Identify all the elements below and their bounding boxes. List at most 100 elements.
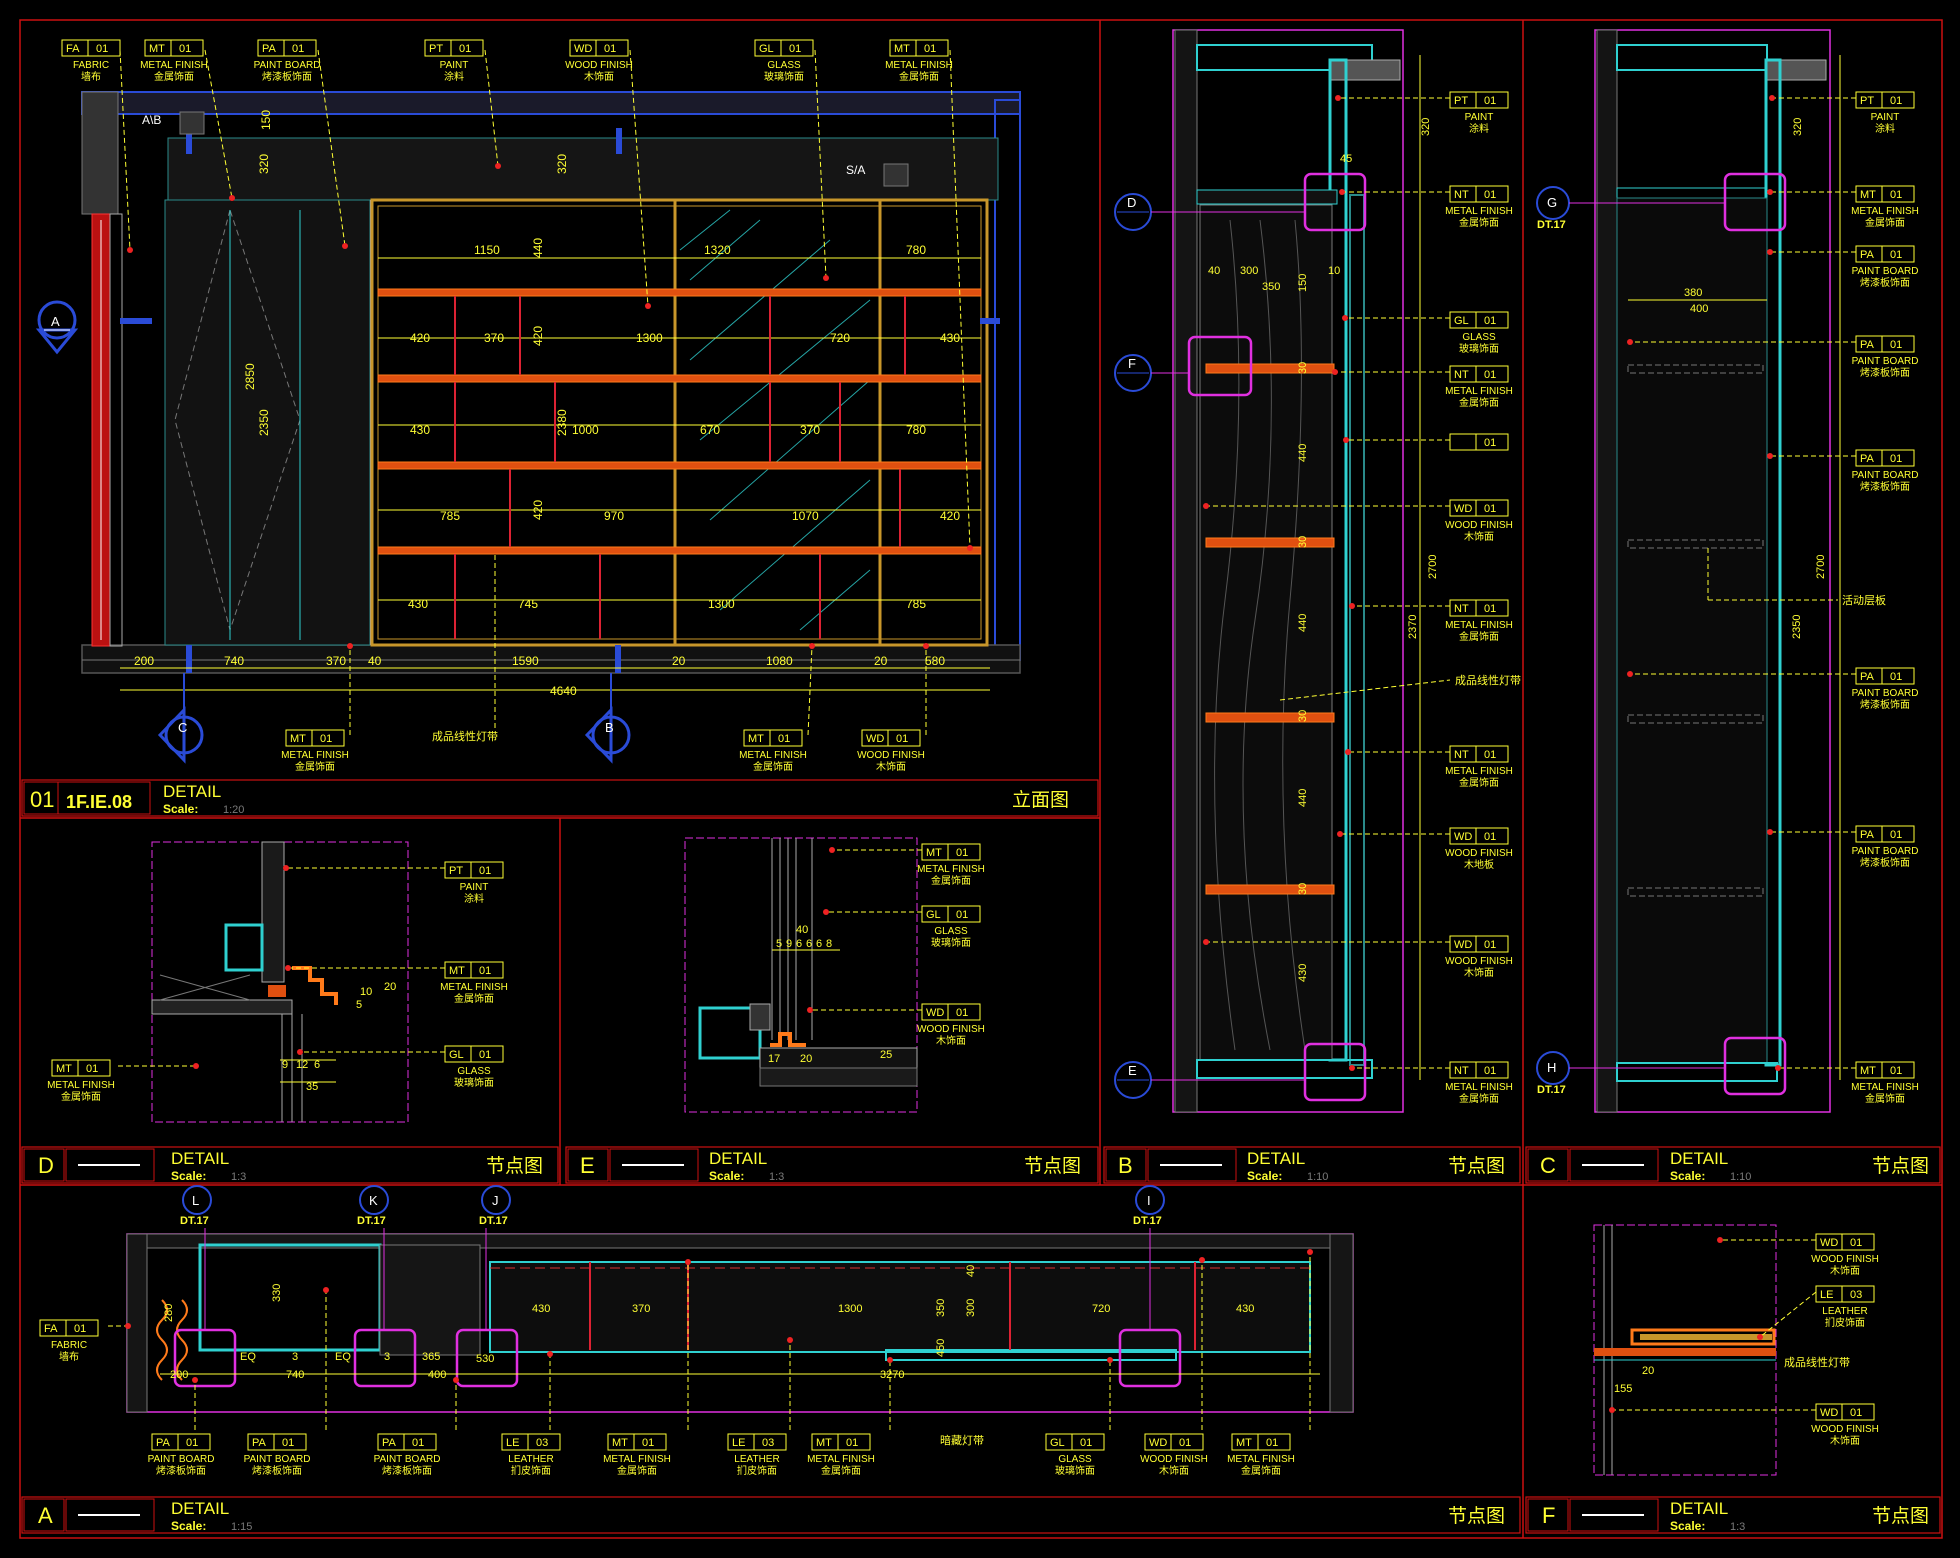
- elev-v-420b: 420: [531, 500, 545, 520]
- title-B-name: 节点图: [1448, 1155, 1505, 1177]
- title-F-name: 节点图: [1872, 1505, 1929, 1527]
- tag-anchor-dot: [1609, 1407, 1615, 1413]
- tag-material-name: PAINT BOARD: [254, 60, 321, 71]
- detail-marker-E[interactable]: E: [1114, 1061, 1305, 1099]
- b-dim-350: 350: [1262, 281, 1280, 293]
- tag-number: 03: [1850, 1289, 1862, 1301]
- tag-material-cn: 烤漆板饰面: [252, 1464, 302, 1477]
- d-dim-12: 12: [296, 1059, 308, 1071]
- elev-w-430a: 430: [940, 331, 960, 345]
- detail-E-drawing: 40 5 9 6 6 6 8 17 20 25: [684, 837, 918, 1113]
- detail-marker-F[interactable]: F: [1114, 354, 1189, 392]
- tag-code: WD: [1820, 1237, 1838, 1249]
- a-dim-eq2: EQ: [335, 1351, 351, 1363]
- tag-code: PT: [1454, 95, 1468, 107]
- title-A-name: 节点图: [1448, 1505, 1505, 1527]
- detail-marker-G[interactable]: G DT.17: [1536, 186, 1725, 231]
- tag-box: [811, 1433, 871, 1451]
- elev-dim-1590: 1590: [512, 654, 539, 668]
- tag-material-name: FABRIC: [51, 1340, 87, 1351]
- tag-code: MT: [449, 965, 465, 977]
- tag-material-cn: 金属饰面: [1241, 1464, 1281, 1477]
- e-dim-20: 20: [800, 1053, 812, 1065]
- detail-marker-L-ref: DT.17: [180, 1215, 209, 1227]
- detail-marker-I[interactable]: I DT.17: [1133, 1185, 1165, 1330]
- elev-v-2850: 2850: [243, 363, 257, 390]
- tag-code: NT: [1454, 189, 1469, 201]
- elev-dim-1080: 1080: [766, 654, 793, 668]
- title-01-ref: 1F.IE.08: [66, 792, 132, 812]
- tag-material-cn: 金属饰面: [753, 760, 793, 773]
- detail-marker-L[interactable]: L DT.17: [180, 1185, 212, 1330]
- section-marker-A[interactable]: A: [35, 300, 79, 355]
- tag-material-name: WOOD FINISH: [1811, 1424, 1879, 1435]
- b-dim-440b: 440: [1297, 614, 1309, 632]
- elev-v-440: 440: [531, 238, 545, 258]
- tag-material-cn: 涂料: [444, 70, 464, 83]
- detail-marker-E-label: E: [1128, 1063, 1137, 1078]
- tag-material-name: WOOD FINISH: [1445, 848, 1513, 859]
- tag-material-name: METAL FINISH: [281, 750, 349, 761]
- tag-number: 01: [924, 43, 936, 55]
- tag-box: [247, 1433, 307, 1451]
- tag-code: FA: [66, 43, 80, 55]
- tag-code: MT: [1860, 189, 1876, 201]
- tag-anchor-dot: [1203, 503, 1209, 509]
- a-dim-eq1: EQ: [240, 1351, 256, 1363]
- b-dim-40: 40: [1208, 265, 1220, 277]
- detail-marker-H[interactable]: H DT.17: [1536, 1051, 1725, 1096]
- tag-anchor-dot: [1307, 1249, 1313, 1255]
- tag-number: 01: [1890, 453, 1902, 465]
- detail-marker-J[interactable]: J DT.17: [479, 1185, 511, 1330]
- tag-box: [1449, 91, 1509, 109]
- a-dim-430a: 430: [532, 1303, 550, 1315]
- tag-code: PA: [1860, 249, 1875, 261]
- title-E-scale-label: Scale:: [709, 1169, 744, 1183]
- title-F-title: DETAIL: [1670, 1499, 1728, 1518]
- elev-w-745: 745: [518, 597, 538, 611]
- title-E-title: DETAIL: [709, 1149, 767, 1168]
- elev-w-970: 970: [604, 509, 624, 523]
- tag-box: [1855, 335, 1915, 353]
- tag-material-name: GLASS: [457, 1066, 491, 1077]
- tag-code: PA: [1860, 829, 1875, 841]
- tag-code: WD: [1454, 939, 1472, 951]
- tag-anchor-dot: [807, 1007, 813, 1013]
- tag-anchor-dot: [125, 1323, 131, 1329]
- tag-number: 01: [1850, 1237, 1862, 1249]
- tag-anchor-dot: [192, 1377, 198, 1383]
- b-dim-320: 320: [1420, 118, 1432, 136]
- tag-material-cn: 扪皮饰面: [1825, 1316, 1865, 1329]
- tag-number: 01: [956, 909, 968, 921]
- tag-code: PA: [1860, 453, 1875, 465]
- tag-code: MT: [149, 43, 165, 55]
- detail-marker-K[interactable]: K DT.17: [357, 1185, 389, 1330]
- tag-anchor-dot: [1717, 1237, 1723, 1243]
- title-D-name: 节点图: [486, 1155, 543, 1177]
- elev-dim-4640: 4640: [550, 684, 577, 698]
- tag-material-cn: 玻璃饰面: [454, 1076, 494, 1089]
- tag-box: [607, 1433, 667, 1451]
- elev-w-1070: 1070: [792, 509, 819, 523]
- elev-dim-580: 580: [925, 654, 945, 668]
- tag-number: 01: [1484, 315, 1496, 327]
- title-bar-C: C DETAIL Scale: 1:10 节点图: [1525, 1146, 1941, 1184]
- tag-material-cn: 烤漆板饰面: [1860, 856, 1910, 869]
- elev-w-780b: 780: [906, 423, 926, 437]
- a-dark-light-note: 暗藏灯带: [940, 1433, 984, 1447]
- title-B-title: DETAIL: [1247, 1149, 1305, 1168]
- detail-marker-D[interactable]: D: [1114, 193, 1305, 231]
- tag-code: PT: [449, 865, 463, 877]
- tag-box: [889, 39, 949, 57]
- tag-box: [1449, 745, 1509, 763]
- tag-number: 01: [846, 1437, 858, 1449]
